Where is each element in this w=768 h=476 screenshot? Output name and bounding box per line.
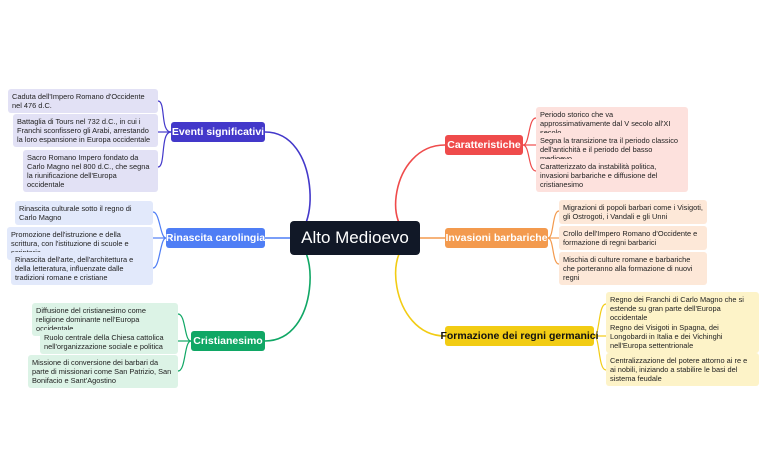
branch-cristianesimo[interactable]: Cristianesimo (191, 331, 265, 351)
leaf-invasioni-1[interactable]: Migrazioni di popoli barbari come i Visi… (559, 200, 707, 224)
branch-invasioni-barbariche[interactable]: Invasioni barbariche (445, 228, 548, 248)
leaf-eventi-3[interactable]: Sacro Romano Impero fondato da Carlo Mag… (23, 150, 158, 192)
leaf-eventi-2[interactable]: Battaglia di Tours nel 732 d.C., in cui … (13, 114, 158, 147)
branch-formazione-regni-germanici[interactable]: Formazione dei regni germanici (440, 326, 599, 346)
leaf-regni-3[interactable]: Centralizzazione del potere attorno ai r… (606, 353, 759, 386)
leaf-rinascita-3[interactable]: Rinascita dell'arte, dell'architettura e… (11, 252, 153, 285)
leaf-cristianesimo-3[interactable]: Missione di conversione dei barbari da p… (28, 355, 178, 388)
leaf-regni-1[interactable]: Regno dei Franchi di Carlo Magno che si … (606, 292, 759, 325)
leaf-invasioni-2[interactable]: Crollo dell'Impero Romano d'Occidente e … (559, 226, 707, 250)
branch-eventi-significativi[interactable]: Eventi significativi (171, 122, 265, 142)
central-topic[interactable]: Alto Medioevo (290, 221, 420, 255)
branch-caratteristiche[interactable]: Caratteristiche (445, 135, 523, 155)
leaf-eventi-1[interactable]: Caduta dell'Impero Romano d'Occidente ne… (8, 89, 158, 113)
leaf-regni-2[interactable]: Regno dei Visigoti in Spagna, dei Longob… (606, 320, 759, 353)
branch-rinascita-carolingia[interactable]: Rinascita carolingia (166, 228, 265, 248)
leaf-cristianesimo-2[interactable]: Ruolo centrale della Chiesa cattolica ne… (40, 330, 178, 354)
leaf-rinascita-1[interactable]: Rinascita culturale sotto il regno di Ca… (15, 201, 153, 225)
leaf-invasioni-3[interactable]: Mischia di culture romane e barbariche c… (559, 252, 707, 285)
leaf-caratteristiche-3[interactable]: Caratterizzato da instabilità politica, … (536, 159, 688, 192)
